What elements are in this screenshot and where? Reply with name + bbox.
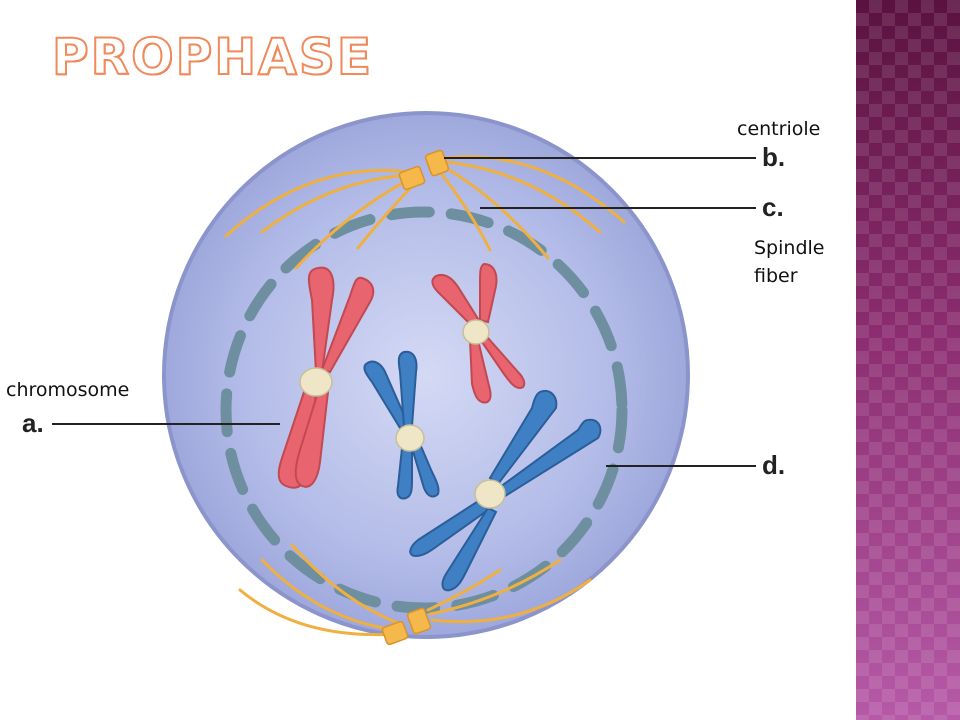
label-centriole: centriole: [737, 118, 821, 140]
chromosome-red-small: [431, 262, 526, 404]
side-band-pattern: [856, 0, 960, 720]
label-spindle-line2: fiber: [754, 265, 798, 287]
centriole-bottom: [381, 607, 432, 646]
spindle-fibers-top: [224, 155, 626, 270]
slide-title: Prophase: [51, 28, 374, 86]
decorative-side-band: [856, 0, 960, 720]
nuclear-envelope: [220, 206, 628, 614]
centriole-top: [398, 149, 450, 191]
marker-c: c.: [762, 192, 784, 222]
prophase-diagram: [52, 111, 756, 646]
marker-d: d.: [762, 450, 786, 480]
chromosome-blue-small: [363, 350, 440, 500]
label-chromosome: chromosome: [6, 379, 130, 401]
chromosome-blue-large: [409, 390, 602, 592]
marker-b: b.: [762, 142, 786, 172]
cell-membrane: [162, 111, 690, 639]
label-spindle-line1: Spindle: [754, 237, 825, 259]
marker-a: a.: [22, 408, 44, 438]
spindle-fibers-bottom: [238, 543, 592, 637]
chromosome-red-large: [277, 266, 375, 489]
